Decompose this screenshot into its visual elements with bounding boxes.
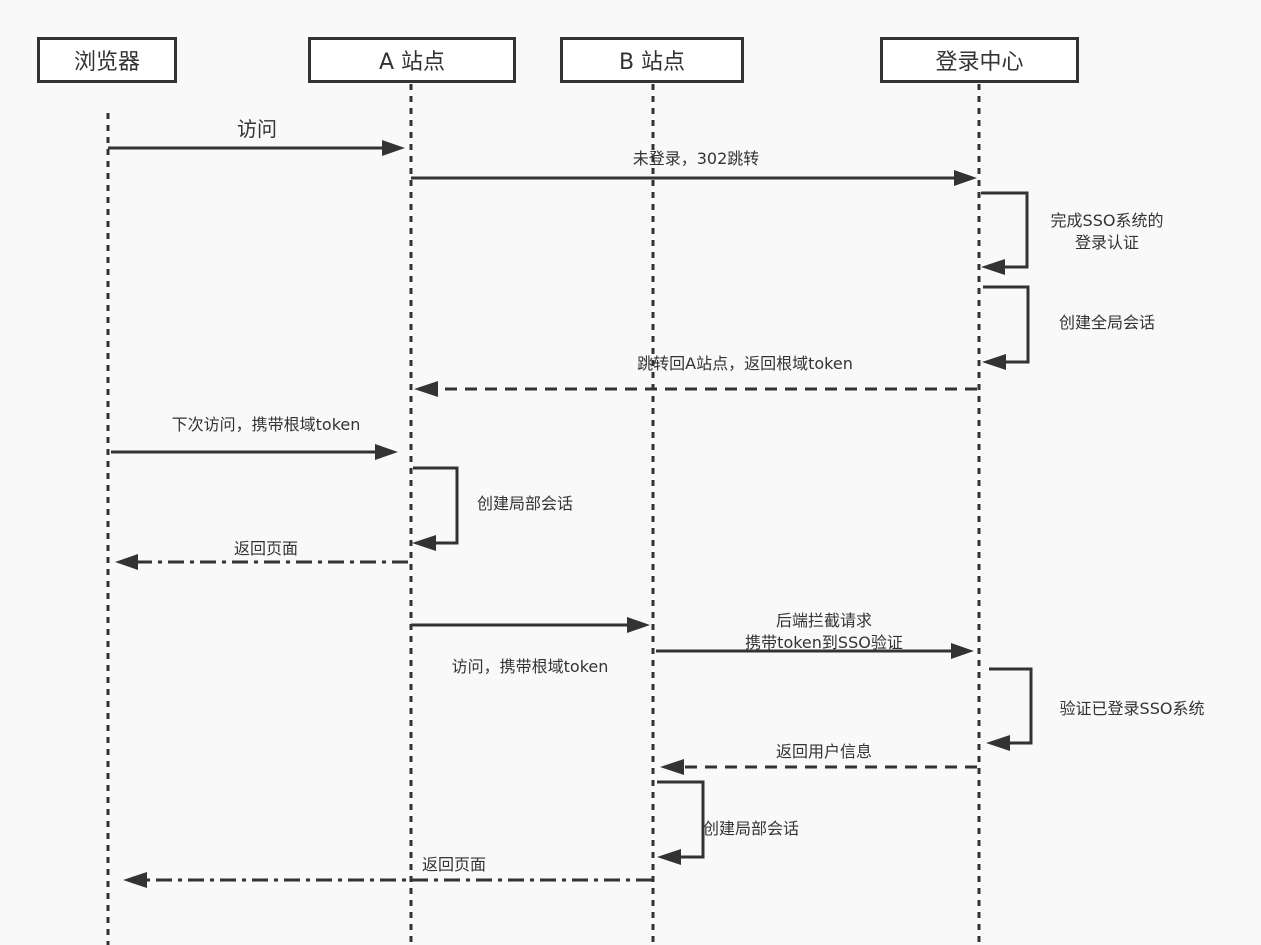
arrowhead-icon (981, 259, 1005, 275)
actor-site-a: A 站点 (308, 37, 516, 83)
self-call-global-session (982, 285, 1030, 370)
message-redirect-302 (411, 170, 977, 186)
label-return-token: 跳转回A站点，返回根域token (637, 354, 853, 373)
label-next-visit: 下次访问，携带根域token (171, 415, 361, 434)
arrowhead-icon (657, 849, 681, 865)
message-verify-token (656, 643, 974, 659)
arrowhead-icon (414, 381, 438, 397)
arrowhead-icon (982, 354, 1006, 370)
message-return-user-info (660, 759, 977, 775)
actor-login-center: 登录中心 (880, 37, 1079, 83)
message-visit-b (411, 617, 650, 633)
label-verify-sso: 验证已登录SSO系统 (1059, 699, 1205, 718)
label-sso-auth: 完成SSO系统的 登录认证 (1050, 211, 1164, 252)
actor-browser: 浏览器 (37, 37, 177, 83)
arrowhead-icon (375, 444, 398, 460)
arrowhead-icon (115, 554, 138, 570)
arrowhead-icon (954, 170, 977, 186)
arrowhead-icon (660, 759, 684, 775)
label-return-page-b: 返回页面 (422, 855, 487, 874)
message-visit (108, 140, 405, 156)
actor-site-b: B 站点 (560, 37, 744, 83)
arrowhead-icon (382, 140, 405, 156)
message-return-page-b (123, 872, 652, 888)
self-call-local-session-b (657, 780, 705, 865)
label-visit-b: 访问，携带根域token (451, 657, 609, 676)
label-local-session-b: 创建局部会话 (703, 819, 800, 838)
label-return-user-info: 返回用户信息 (775, 742, 873, 761)
arrowhead-icon (627, 617, 650, 633)
arrowhead-icon (412, 535, 436, 551)
message-return-page-a (115, 554, 408, 570)
arrowhead-icon (123, 872, 147, 888)
self-call-verify-sso (986, 667, 1033, 751)
message-next-visit (111, 444, 398, 460)
arrowhead-icon (951, 643, 974, 659)
self-call-local-session-a (412, 466, 459, 551)
message-return-token (414, 381, 977, 397)
label-return-page-a: 返回页面 (233, 539, 299, 558)
self-call-sso-auth (981, 191, 1029, 275)
arrowhead-icon (986, 735, 1010, 751)
label-verify-token: 后端拦截请求 携带token到SSO验证 (745, 611, 903, 652)
label-local-session-a: 创建局部会话 (476, 494, 574, 513)
label-redirect-302: 未登录，302跳转 (632, 149, 760, 168)
label-visit: 访问 (237, 117, 277, 141)
label-global-session: 创建全局会话 (1058, 313, 1156, 332)
